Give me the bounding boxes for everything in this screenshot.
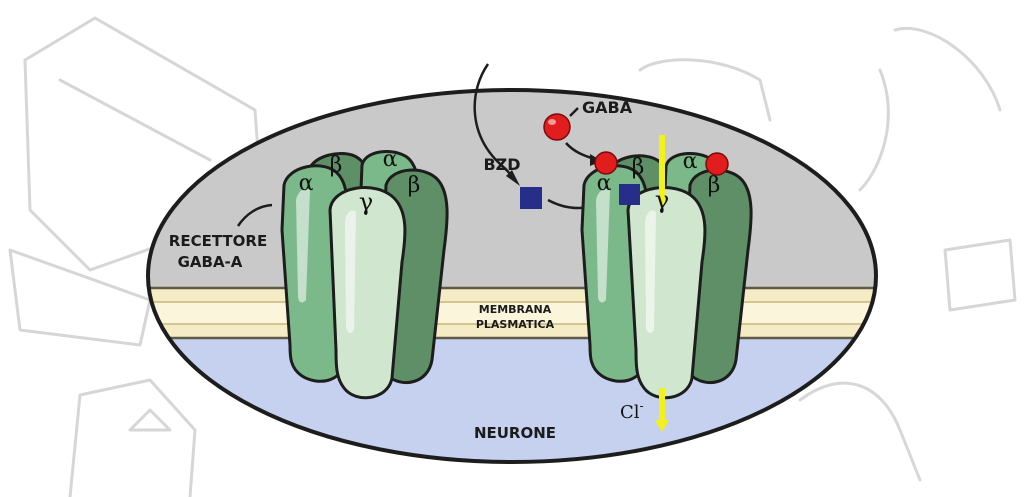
subunit-gamma-r bbox=[626, 186, 707, 400]
label-beta-back-r: β bbox=[632, 155, 645, 180]
bzd-bound bbox=[619, 184, 640, 205]
bzd-label: BZD bbox=[483, 155, 520, 174]
label-alpha-front-r: α bbox=[597, 171, 612, 196]
gaba-molecule bbox=[543, 113, 571, 141]
cell-outline bbox=[146, 88, 878, 464]
receptor-label-line1: RECETTORE bbox=[169, 232, 267, 250]
membrane-outer-leaflet bbox=[148, 288, 876, 302]
gaba-bound-1 bbox=[594, 151, 618, 175]
chloride-label: Cl- bbox=[620, 399, 644, 423]
gaba-label: GABA bbox=[582, 98, 633, 117]
subunit-gamma bbox=[328, 186, 407, 400]
gaba-bound-2 bbox=[705, 152, 729, 176]
label-beta-back: β bbox=[330, 153, 343, 178]
gaba-label-pointer bbox=[569, 107, 579, 117]
label-alpha-front: α bbox=[299, 171, 314, 196]
membrane-label-line1: MEMBRANA bbox=[479, 303, 552, 316]
label-gamma: γ bbox=[359, 188, 373, 216]
bzd-incoming-curve bbox=[473, 63, 514, 179]
bzd-arrowhead-small bbox=[506, 170, 520, 186]
chloride-charge: - bbox=[640, 399, 644, 413]
label-alpha-back: α bbox=[383, 147, 398, 172]
receptor-left-highlights bbox=[296, 188, 356, 333]
label-beta-front: β bbox=[408, 173, 421, 198]
label-beta-front-r: β bbox=[708, 173, 721, 198]
neuron-label: NEURONE bbox=[474, 424, 556, 442]
chloride-flow-arrowhead bbox=[655, 420, 669, 432]
receptor-label-pointer bbox=[236, 203, 273, 227]
label-gamma-r: γ bbox=[655, 186, 669, 214]
receptor-label-line2: GABA-A bbox=[178, 253, 243, 271]
bzd-molecule bbox=[520, 187, 542, 209]
label-alpha-back-r: α bbox=[683, 149, 698, 174]
membrane-label-line2: PLASMATICA bbox=[476, 318, 555, 331]
